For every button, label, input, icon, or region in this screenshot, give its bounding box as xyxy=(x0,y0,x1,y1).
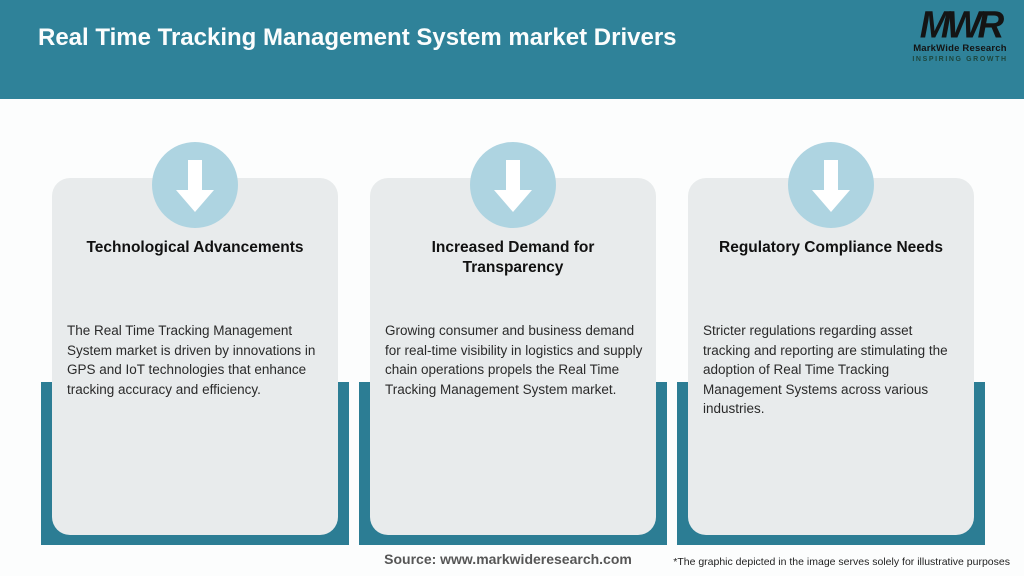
driver-card-regulatory-compliance-needs: Regulatory Compliance Needs Stricter reg… xyxy=(677,0,985,576)
logo-company-name: MarkWide Research xyxy=(913,43,1007,54)
down-arrow-badge xyxy=(152,142,238,228)
card-title: Increased Demand for Transparency xyxy=(431,239,595,276)
card-text: Growing consumer and business demand for… xyxy=(385,323,643,397)
source-text: Source: www.markwideresearch.com xyxy=(384,551,632,567)
card-title: Technological Advancements xyxy=(86,239,304,256)
card-body: Increased Demand for Transparency Growin… xyxy=(370,178,656,535)
card-body: Technological Advancements The Real Time… xyxy=(52,178,338,535)
card-text: The Real Time Tracking Management System… xyxy=(67,323,316,397)
down-arrow-icon xyxy=(812,160,850,212)
header-bar: Real Time Tracking Management System mar… xyxy=(0,0,1024,99)
down-arrow-icon xyxy=(176,160,214,212)
logo-tagline: INSPIRING GROWTH xyxy=(912,55,1008,63)
card-title: Regulatory Compliance Needs xyxy=(719,239,943,256)
driver-card-technological-advancements: Technological Advancements The Real Time… xyxy=(41,0,349,576)
page-title: Real Time Tracking Management System mar… xyxy=(38,24,677,51)
disclaimer-text: *The graphic depicted in the image serve… xyxy=(673,556,1010,568)
down-arrow-badge xyxy=(470,142,556,228)
driver-card-increased-demand-for-transparency: Increased Demand for Transparency Growin… xyxy=(359,0,667,576)
down-arrow-icon xyxy=(494,160,532,212)
markwide-logo: MWR MarkWide Research INSPIRING GROWTH xyxy=(908,6,1012,63)
card-text: Stricter regulations regarding asset tra… xyxy=(703,323,948,416)
card-body: Regulatory Compliance Needs Stricter reg… xyxy=(688,178,974,535)
down-arrow-badge xyxy=(788,142,874,228)
mwr-monogram-icon: MWR xyxy=(919,3,1004,46)
